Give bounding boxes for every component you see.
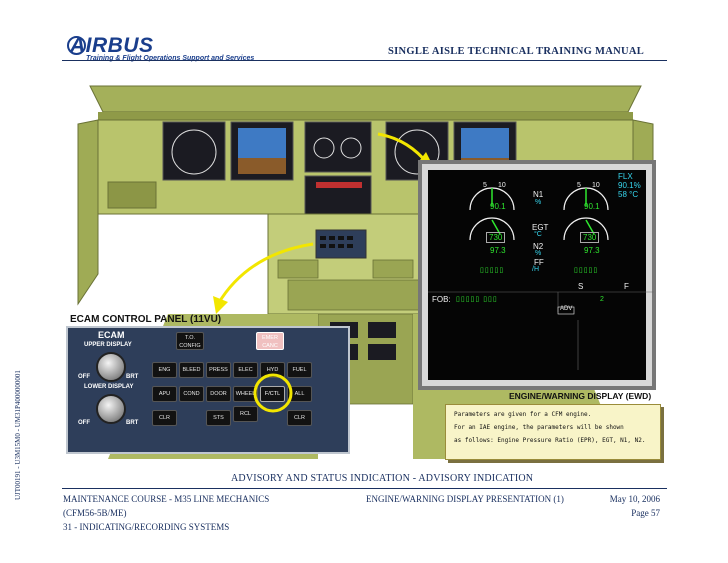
clr-right-button[interactable]: CLR [287,410,312,426]
flap-position: 2 [600,296,604,303]
note-line-1: Parameters are given for a CFM engine. [454,411,592,418]
footer-page: Page 57 [631,508,660,518]
footer-chapter: 31 - INDICATING/RECORDING SYSTEMS [63,522,230,532]
press-button[interactable]: PRESS [206,362,231,378]
to-config-line2: CONFIG [179,343,201,349]
ewd-dials [428,187,654,370]
flx-pct: 90.1% [618,181,641,190]
side-code-text: UJT00191 - U3M15M0 - UM31P4000000001 [14,370,22,500]
airbus-logo: AIRBUS [70,34,154,57]
ff-label: FF [534,258,544,267]
to-config-button[interactable]: T.O. CONFIG [176,332,204,350]
figure-caption: ADVISORY AND STATUS INDICATION - ADVISOR… [231,473,534,484]
clr-left-button[interactable]: CLR [152,410,177,426]
n1-label: N1 [533,190,544,199]
hyd-button[interactable]: HYD [260,362,285,378]
all-button[interactable]: ALL [287,386,312,402]
door-button[interactable]: DOOR [206,386,231,402]
elec-button[interactable]: ELEC [233,362,258,378]
rcl-button[interactable]: RCL [233,406,258,422]
upper-off-label: OFF [78,374,90,380]
emer-canc-line2: CANC [262,343,278,349]
fctl-button[interactable]: F/CTL [260,386,285,402]
flx-label: FLX [618,172,633,181]
footer-date: May 10, 2006 [609,494,660,504]
egt-left-value: 730 [486,232,506,243]
ecam-control-panel: ECAM UPPER DISPLAY OFF BRT LOWER DISPLAY… [66,326,350,454]
n1-unit: % [535,199,542,206]
egt-right-value: 730 [580,232,600,243]
n2-right-value: 97.3 [584,246,600,255]
lower-brt-label: BRT [126,420,139,426]
n1-right-value: 90.1 [584,202,600,211]
footer-engine: (CFM56-5B/ME) [63,508,127,518]
airbus-logo-icon [67,36,86,55]
n1-right-scale-10: 10 [592,182,600,189]
manual-title: SINGLE AISLE TECHNICAL TRAINING MANUAL [388,46,645,57]
n1-left-value: 90.1 [490,202,506,211]
ewd-screen: 5 10 5 10 N1 % 90.1 90.1 FLX 90.1% 58 °C… [428,170,654,380]
footer-presentation: ENGINE/WARNING DISPLAY PRESENTATION (1) [366,494,564,504]
footer-course: MAINTENANCE COURSE - M35 LINE MECHANICS [63,494,270,504]
ecam-panel-title: ECAM CONTROL PANEL (11VU) [70,314,222,325]
lower-display-knob[interactable] [96,394,126,424]
adv-label: ADV [560,306,573,312]
lower-display-label: LOWER DISPLAY [84,384,134,390]
bleed-button[interactable]: BLEED [179,362,204,378]
logo-subtitle: Training & Flight Operations Support and… [86,55,255,62]
ff-left-value: ▯▯▯▯▯ [480,267,505,274]
engine-warning-display: 5 10 5 10 N1 % 90.1 90.1 FLX 90.1% 58 °C… [418,160,656,390]
ff-unit: /H [532,266,539,273]
sts-button[interactable]: STS [206,410,231,426]
emer-canc-line1: EMER [262,335,278,341]
eng-button[interactable]: ENG [152,362,177,378]
lower-off-label: OFF [78,420,90,426]
n1-left-scale-5: 5 [483,182,487,189]
flx-temp: 58 °C [618,190,639,199]
ewd-title: ENGINE/WARNING DISPLAY (EWD) [509,391,652,401]
n1-left-scale-10: 10 [498,182,506,189]
header-rule [62,60,667,61]
ecam-name: ECAM [98,330,125,340]
egt-unit: °C [534,231,542,238]
note-line-2: For an IAE engine, the parameters will b… [454,424,624,431]
egt-label: EGT [532,223,549,232]
wheel-button[interactable]: WHEEL [233,386,258,402]
fob-label: FOB: [432,295,451,304]
to-config-line1: T.O. [184,335,196,341]
flap-label: F [624,282,629,291]
n2-left-value: 97.3 [490,246,506,255]
note-box: Parameters are given for a CFM engine. F… [445,404,661,460]
upper-brt-label: BRT [126,374,139,380]
n1-right-scale-5: 5 [577,182,581,189]
fctl-highlight-ring [253,373,293,413]
n2-label: N2 [533,242,544,251]
upper-display-knob[interactable] [96,352,126,382]
fuel-button[interactable]: FUEL [287,362,312,378]
emer-canc-button[interactable]: EMER CANC [256,332,284,350]
upper-display-label: UPPER DISPLAY [84,342,132,348]
fob-value: ▯▯▯▯▯ ▯▯▯ [456,296,498,303]
footer-rule [62,488,667,489]
cond-button[interactable]: COND [179,386,204,402]
slat-label: S [578,282,584,291]
side-code: UJT00191 - U3M15M0 - UM31P4000000001 [2,300,22,510]
note-line-3: as follows: Engine Pressure Ratio (EPR),… [454,437,646,444]
ff-right-value: ▯▯▯▯▯ [574,267,599,274]
apu-button[interactable]: APU [152,386,177,402]
n2-unit: % [535,250,542,257]
